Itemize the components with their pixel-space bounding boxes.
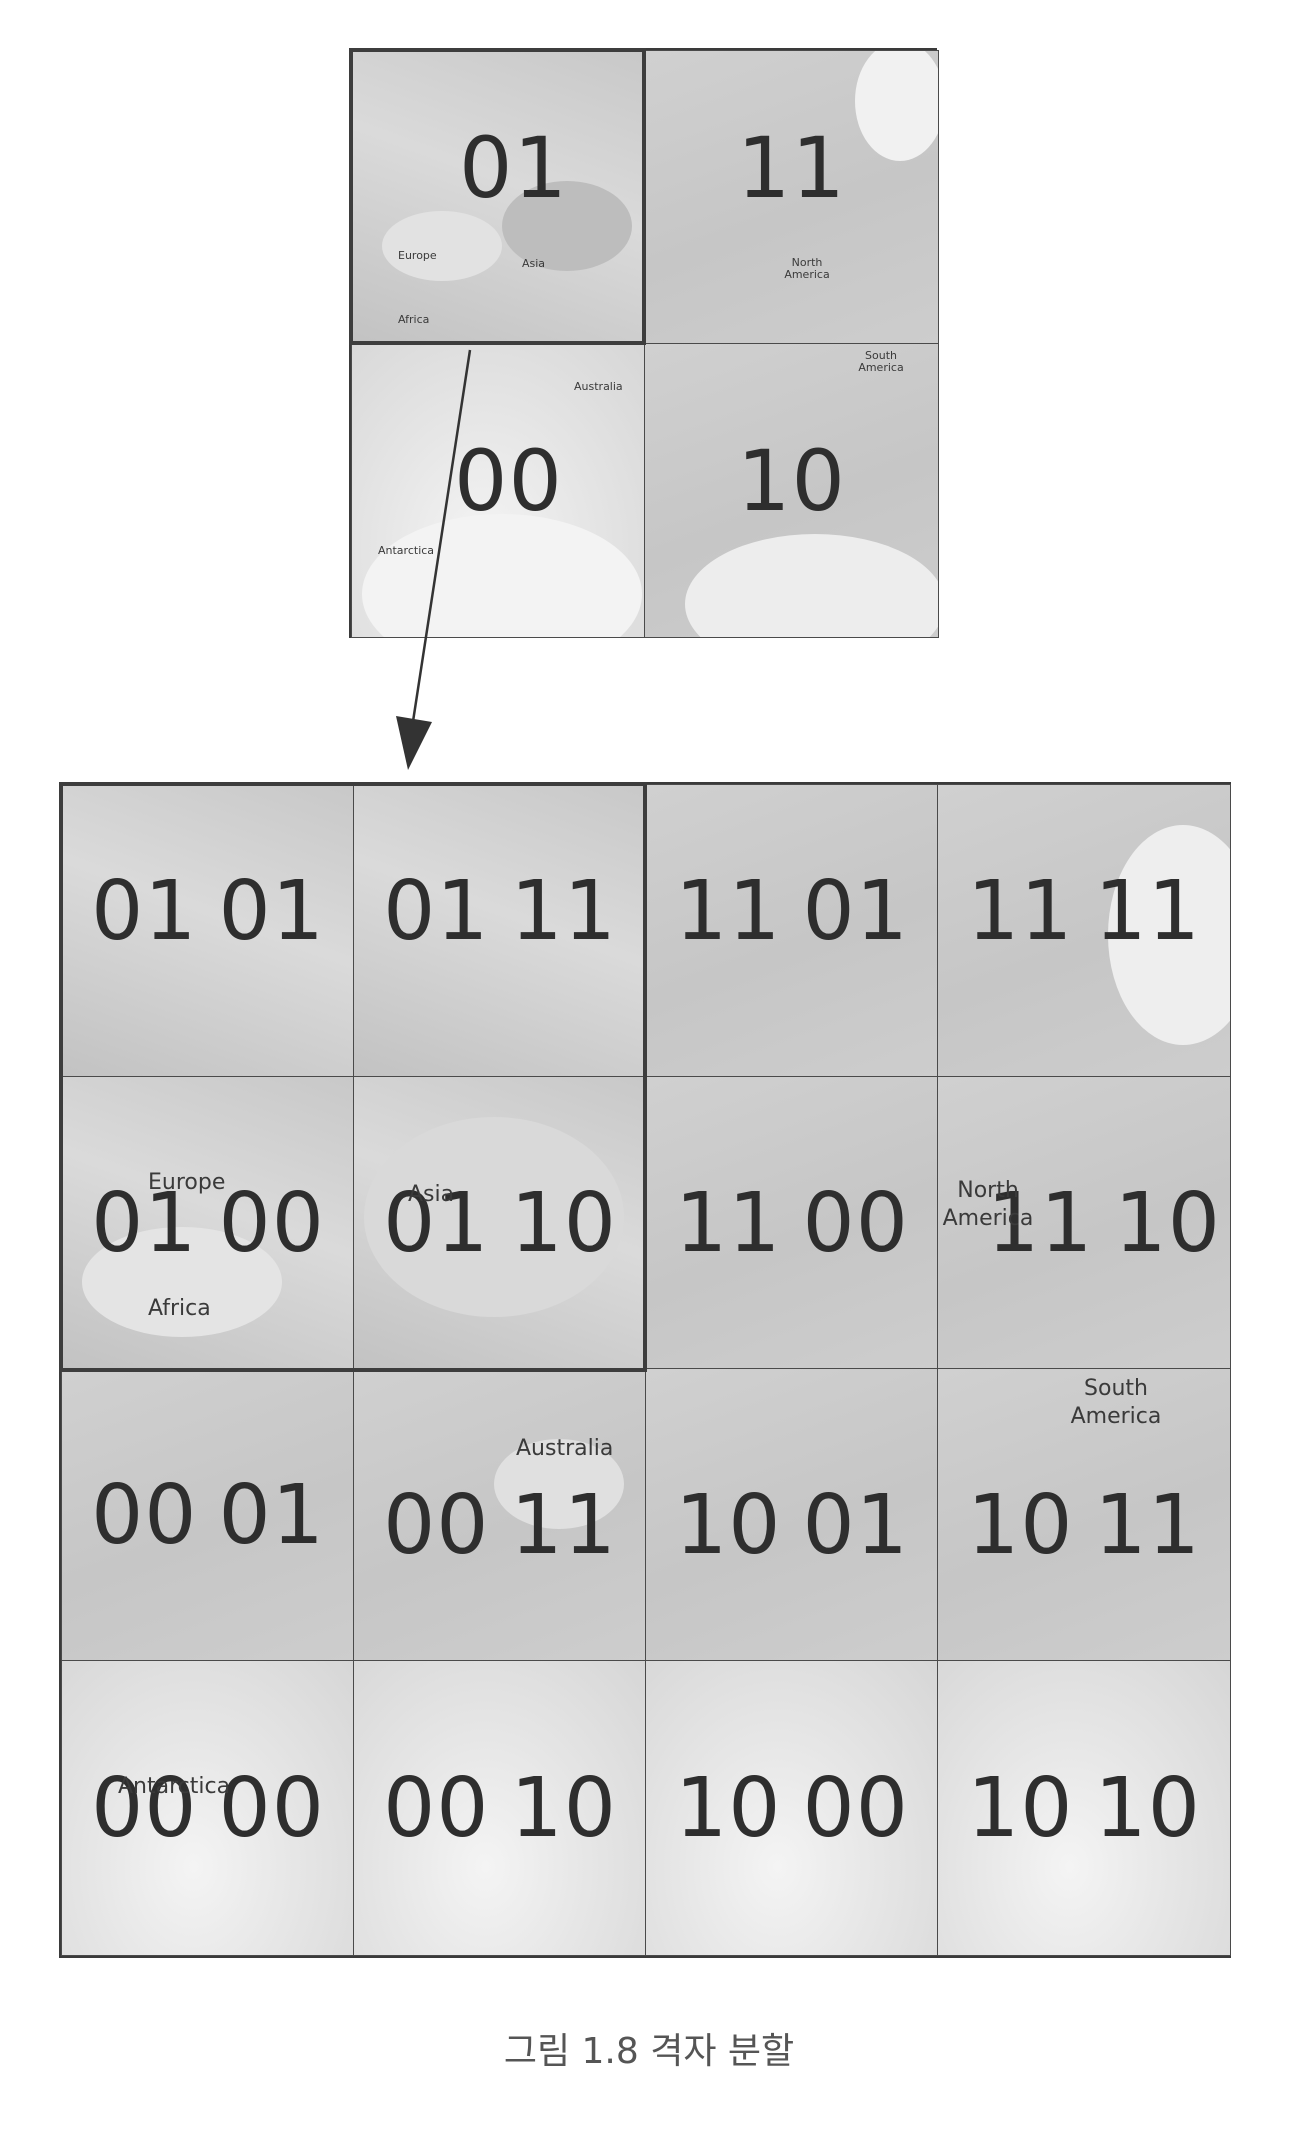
tile-code: 01 01	[91, 863, 325, 959]
tile-code: 10 01	[675, 1477, 909, 1573]
tile-1110: 11 10 North America	[937, 1076, 1231, 1370]
tile-11: 11 North America	[644, 50, 939, 345]
greenland-shape	[855, 51, 938, 161]
antarctica-shape	[685, 534, 938, 637]
quad-grid-level-1: 01 Europe Asia Africa 11 North America 0…	[349, 48, 939, 638]
tile-1010: 10 10	[937, 1660, 1231, 1956]
label-north-america: North America	[784, 256, 830, 281]
tile-code: 00 10	[383, 1760, 617, 1856]
tile-1111: 11 11	[937, 784, 1231, 1078]
landmass-shape	[382, 211, 502, 281]
tile-code: 10 10	[967, 1760, 1201, 1856]
tile-code: 10 11	[967, 1477, 1201, 1573]
greenland-shape	[1108, 825, 1230, 1045]
tile-code: 01 10	[383, 1175, 617, 1271]
label-asia: Asia	[522, 257, 546, 270]
tile-0100: 01 00 Europe Africa	[61, 1076, 355, 1370]
arrow-head	[396, 716, 432, 770]
label-australia: Australia	[574, 380, 623, 393]
quad-grid-level-2: 01 01 01 11 11 01 11 11 01 00 Europe Afr…	[59, 782, 1231, 1958]
tile-code: 00	[454, 431, 563, 530]
tile-0001: 00 01	[61, 1368, 355, 1662]
tile-code: 00 00	[91, 1760, 325, 1856]
tile-code: 00 11	[383, 1477, 617, 1573]
landmass-shape	[502, 181, 632, 271]
antarctica-shape	[362, 514, 642, 637]
label-south-america: South America	[1070, 1376, 1162, 1429]
label-europe: Europe	[398, 249, 437, 262]
tile-code: 11 01	[675, 863, 909, 959]
tile-1000: 10 00	[645, 1660, 939, 1956]
tile-code: 10	[737, 431, 846, 530]
figure-caption: 그림 1.8 격자 분할	[503, 2031, 795, 2072]
tile-code: 10 00	[675, 1760, 909, 1856]
tile-00: 00 Australia Antarctica	[351, 343, 646, 638]
tile-code: 11 11	[967, 863, 1201, 959]
africa-shape	[82, 1227, 282, 1337]
tile-10: 10 South America	[644, 343, 939, 638]
tile-0101: 01 01	[61, 784, 355, 1078]
tile-01: 01 Europe Asia Africa	[351, 50, 646, 345]
label-antarctica: Antarctica	[378, 544, 435, 557]
tile-1101: 11 01	[645, 784, 939, 1078]
label-north-america: North America	[942, 1178, 1034, 1231]
label-asia: Asia	[408, 1182, 455, 1207]
tile-0010: 00 10	[353, 1660, 647, 1956]
tile-code: 01 00	[91, 1175, 325, 1271]
tile-code: 01 11	[383, 863, 617, 959]
label-australia: Australia	[516, 1436, 614, 1461]
label-africa: Africa	[148, 1296, 211, 1321]
label-antarctica: Antarctica	[118, 1774, 231, 1799]
tile-0111: 01 11	[353, 784, 647, 1078]
tile-0011: 00 11 Australia	[353, 1368, 647, 1662]
tile-1011: 10 11 South America	[937, 1368, 1231, 1662]
asia-shape	[364, 1117, 624, 1317]
tile-code: 11 00	[675, 1175, 909, 1271]
tile-code: 11	[737, 118, 846, 217]
label-africa: Africa	[398, 313, 430, 326]
label-south-america: South America	[858, 349, 904, 374]
tile-1100: 11 00	[645, 1076, 939, 1370]
australia-shape	[494, 1439, 624, 1529]
tile-0000: 00 00 Antarctica	[61, 1660, 355, 1956]
tile-code: 01	[459, 118, 568, 217]
tile-1001: 10 01	[645, 1368, 939, 1662]
tile-code: 11 10	[987, 1175, 1221, 1271]
tile-code: 00 01	[91, 1467, 325, 1563]
tile-0110: 01 10 Asia	[353, 1076, 647, 1370]
label-europe: Europe	[148, 1170, 226, 1195]
